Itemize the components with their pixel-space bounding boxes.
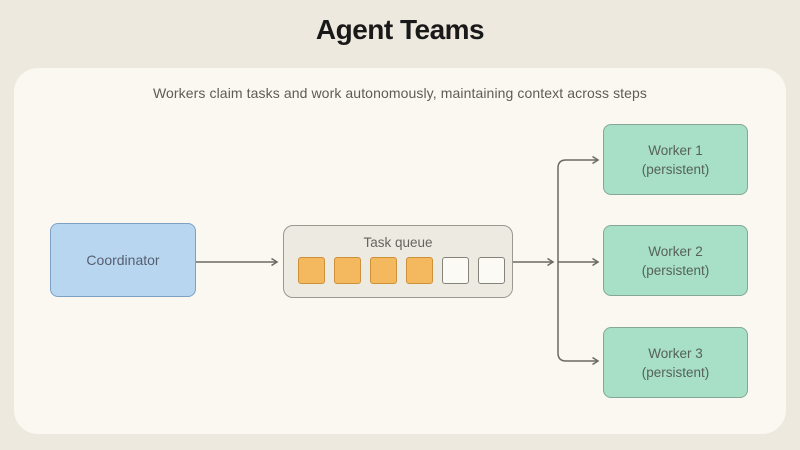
coordinator-node: Coordinator bbox=[50, 223, 196, 297]
worker-2-subtext: (persistent) bbox=[641, 262, 710, 278]
diagram-subtitle: Workers claim tasks and work autonomousl… bbox=[152, 85, 648, 101]
task-slot-empty bbox=[442, 257, 469, 284]
task-slot-filled bbox=[406, 257, 433, 284]
worker-1-node: Worker 1 (persistent) bbox=[603, 124, 748, 195]
worker-3-subtext: (persistent) bbox=[641, 364, 710, 380]
coordinator-label: Coordinator bbox=[86, 252, 160, 268]
worker-1-subtext: (persistent) bbox=[641, 161, 710, 177]
worker-3-node: Worker 3 (persistent) bbox=[603, 327, 748, 398]
task-slot-empty bbox=[478, 257, 505, 284]
task-slot-filled bbox=[370, 257, 397, 284]
task-queue-node: Task queue bbox=[283, 225, 513, 298]
worker-1-name: Worker 1 bbox=[648, 142, 703, 158]
task-slot-row bbox=[298, 257, 505, 284]
worker-2-node: Worker 2 (persistent) bbox=[603, 225, 748, 296]
worker-3-name: Worker 3 bbox=[648, 345, 703, 361]
page-title: Agent Teams bbox=[315, 14, 485, 45]
task-slot-filled bbox=[298, 257, 325, 284]
task-slot-filled bbox=[334, 257, 361, 284]
task-queue-label: Task queue bbox=[363, 235, 433, 250]
worker-2-name: Worker 2 bbox=[648, 243, 703, 259]
